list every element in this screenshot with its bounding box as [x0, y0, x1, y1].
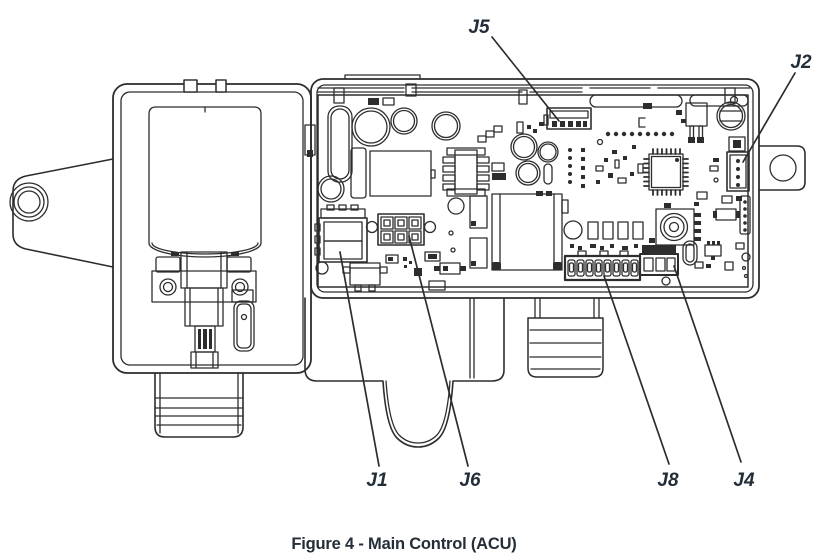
label-j8: J8 [657, 470, 679, 491]
bottom-tray [304, 297, 505, 448]
connector-j1 [314, 204, 368, 263]
two-leg-component [676, 102, 708, 143]
power-ic [369, 150, 436, 197]
transformer-small [442, 147, 490, 197]
left-mounting-ear [9, 158, 114, 268]
main-enclosure [304, 74, 760, 299]
test-point-column [568, 148, 585, 188]
leader-j4 [673, 265, 742, 463]
bracket [151, 251, 257, 303]
rotary-encoder [649, 203, 701, 246]
bottom-ribbed-block [527, 297, 604, 378]
valve-assembly [148, 106, 262, 369]
pcb [314, 94, 751, 292]
film-capacitor [327, 105, 367, 199]
connector-j8 [563, 250, 642, 282]
leader-lines [339, 36, 796, 467]
led-row [605, 131, 675, 137]
connector-j4 [639, 240, 698, 286]
left-ribbed-tab [154, 372, 244, 438]
label-j1: J1 [366, 470, 387, 491]
leader-j5 [491, 36, 560, 122]
label-j4: J4 [733, 470, 755, 491]
label-j6: J6 [459, 470, 481, 491]
connector-j5 [543, 107, 592, 130]
connector-j2 [726, 136, 750, 192]
leader-j8 [603, 275, 670, 465]
right-mounting-ear [758, 145, 806, 191]
leader-j2 [742, 72, 796, 163]
cylinder [148, 106, 262, 258]
callout-labels: J5 J2 J1 J6 J8 J4 [366, 17, 812, 491]
mcu-chip [643, 148, 689, 196]
buzzer [716, 95, 746, 131]
figure-caption: Figure 4 - Main Control (ACU) [291, 535, 516, 553]
latch [231, 289, 255, 352]
connector-j6 [365, 213, 437, 246]
electrolytic-capacitors [317, 107, 559, 203]
label-j5: J5 [468, 17, 490, 38]
leader-j1 [339, 251, 380, 467]
stem-connector [184, 287, 224, 369]
transformer-large [491, 191, 569, 271]
label-j2: J2 [790, 52, 812, 73]
leader-j6 [408, 235, 469, 467]
smd-components [315, 97, 751, 292]
